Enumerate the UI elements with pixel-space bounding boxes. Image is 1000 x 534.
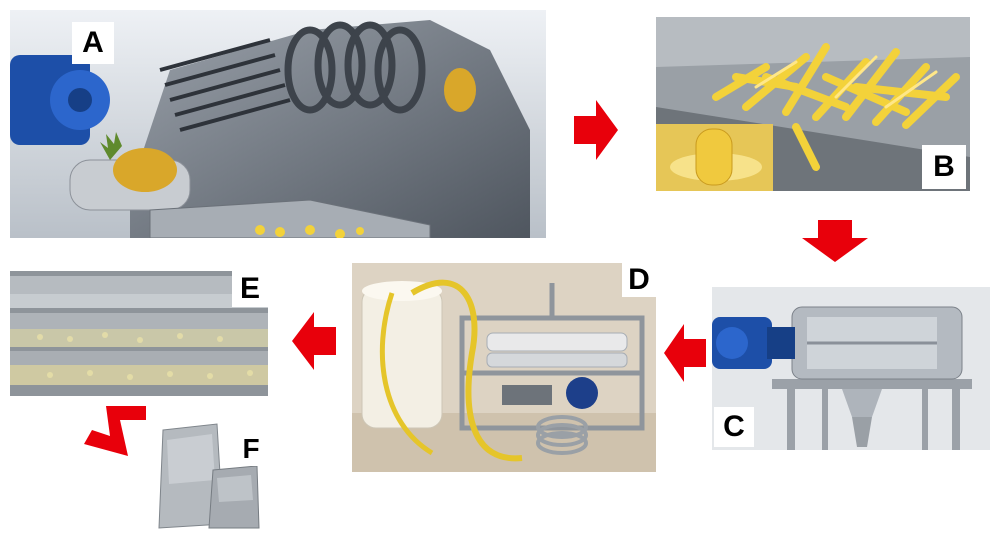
drying-trays-illustration (10, 271, 268, 396)
down-left-arrow-icon (84, 406, 146, 456)
pineapple-strips-illustration (656, 17, 970, 191)
panel-d-filtration-unit: D (352, 263, 656, 472)
panel-c-juice-extractor: C (712, 287, 990, 450)
left-arrow-icon (292, 312, 336, 370)
juice-extractor-illustration (712, 287, 990, 450)
step-label-d: D (622, 263, 656, 297)
step-label-c: C (714, 407, 754, 447)
right-arrow-icon (574, 100, 618, 160)
panel-a-peeling-machine: A (10, 10, 546, 238)
left-arrow-icon (664, 324, 706, 382)
step-label-e: E (232, 271, 268, 307)
step-label-f: F (241, 432, 261, 466)
step-label-b: B (922, 145, 966, 189)
filtration-unit-illustration (352, 263, 656, 472)
down-arrow-icon (802, 220, 868, 262)
packaging-bags-illustration (157, 420, 261, 530)
panel-f-packaging-bags: F (157, 420, 261, 530)
panel-b-pineapple-strips: B (656, 17, 970, 191)
step-label-a: A (72, 22, 114, 64)
peeling-machine-illustration (10, 10, 546, 238)
panel-e-drying-trays: E (10, 271, 268, 396)
